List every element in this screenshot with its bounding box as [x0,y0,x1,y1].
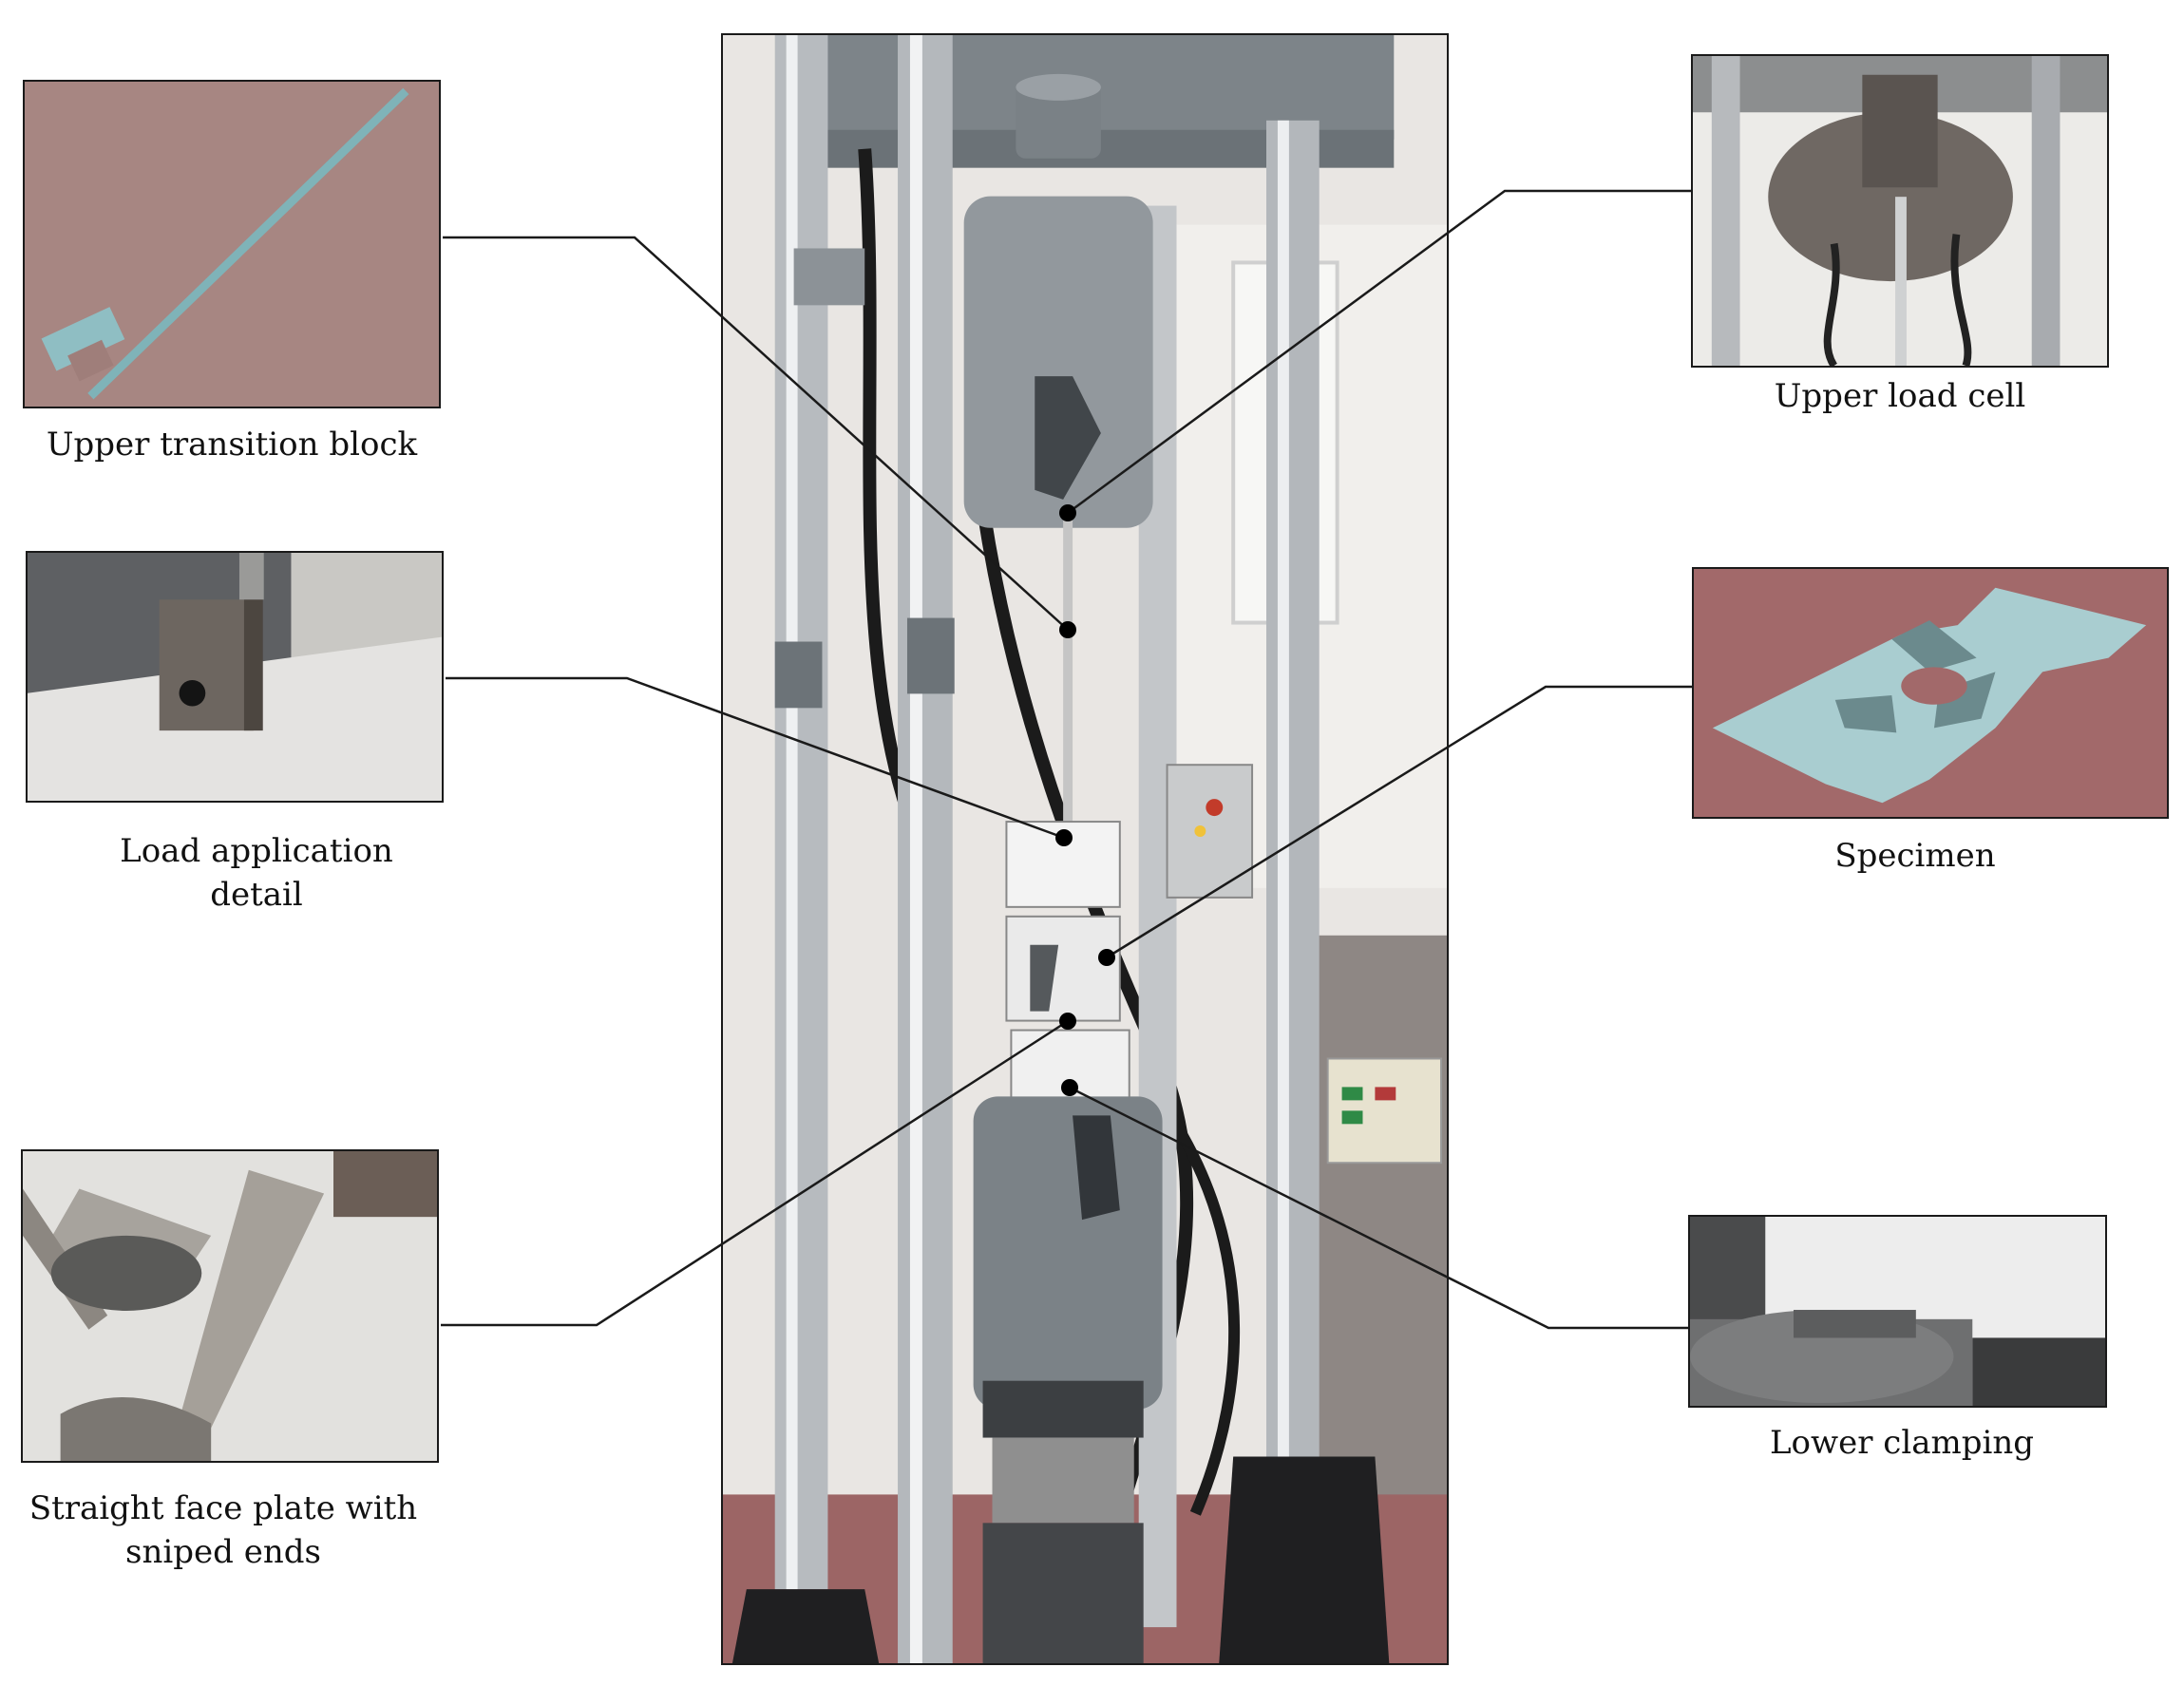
upper-load-cell-photo [1691,54,2109,368]
upper-transition-block-label: Upper transition block [46,426,418,464]
testing-machine-photo [721,33,1449,1665]
lower-clamping-label: Lower clamping [1769,1424,2035,1462]
load-application-detail-caption: Load application detail [66,829,446,917]
specimen-caption: Specimen [1692,834,2138,878]
upper-load-cell-caption: Upper load cell [1691,374,2109,418]
lower-clamping-photo [1688,1215,2107,1408]
straight-face-plate-photo [21,1149,439,1463]
lower-clamping-caption: Lower clamping [1688,1421,2116,1465]
straight-face-plate-label-line1: Straight face plate with [28,1489,418,1527]
upper-load-cell-label: Upper load cell [1774,377,2026,415]
straight-face-plate-label-line2: sniped ends [125,1533,321,1571]
specimen-photo [1692,567,2169,819]
upper-transition-block-caption: Upper transition block [23,423,441,466]
load-application-detail-photo [26,551,444,803]
straight-face-plate-caption: Straight face plate with sniped ends [9,1487,437,1574]
load-application-detail-label-line2: detail [210,876,303,914]
specimen-label: Specimen [1834,837,1996,875]
upper-transition-block-photo [23,80,441,408]
load-application-detail-label-line1: Load application [120,832,393,870]
